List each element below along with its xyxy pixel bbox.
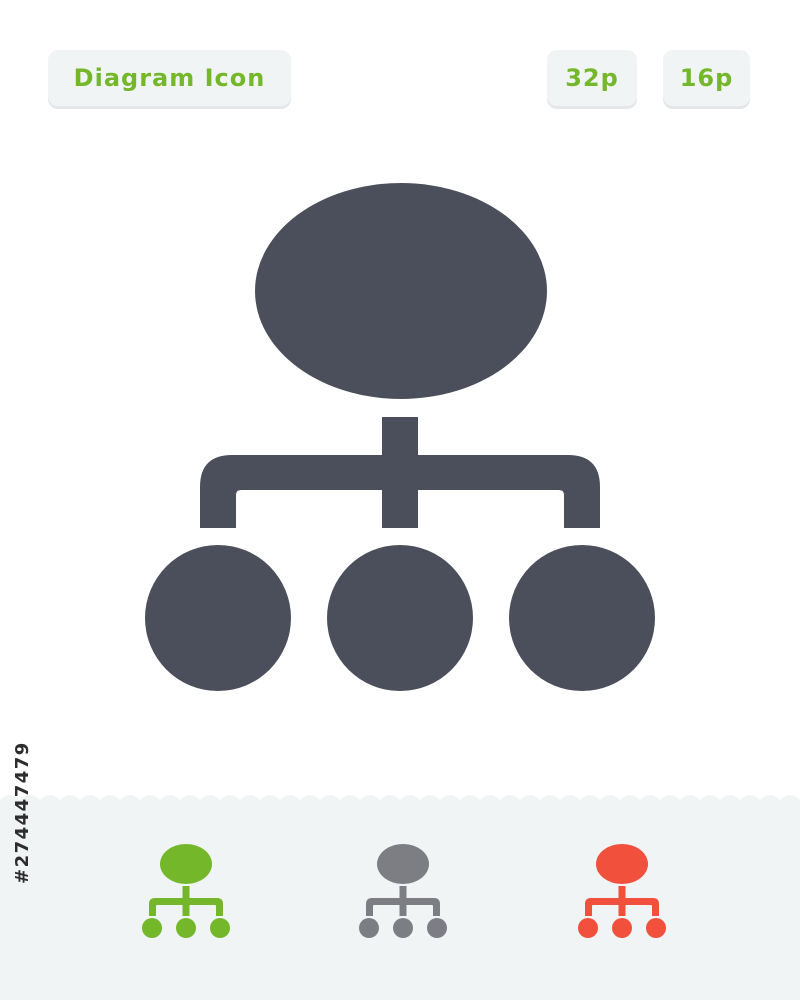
size-32-text: 32p bbox=[565, 64, 619, 92]
diagram-root-node bbox=[255, 183, 547, 399]
size-16-badge: 16p bbox=[663, 50, 750, 106]
diagram-child-node-center bbox=[327, 545, 473, 691]
diagram-branch-connector bbox=[200, 455, 600, 528]
title-badge: Diagram Icon bbox=[48, 50, 291, 106]
stock-id: #274447479 bbox=[12, 741, 33, 884]
hierarchy-diagram-icon-gray bbox=[359, 844, 447, 938]
diagram-child-node-right bbox=[509, 545, 655, 691]
hierarchy-diagram-icon-red bbox=[578, 844, 666, 938]
title-text: Diagram Icon bbox=[73, 64, 266, 92]
diagram-child-node-left bbox=[145, 545, 291, 691]
size-32-badge: 32p bbox=[547, 50, 637, 106]
hierarchy-diagram-icon bbox=[145, 183, 655, 691]
size-16-text: 16p bbox=[679, 64, 734, 92]
hierarchy-diagram-icon-green bbox=[142, 844, 230, 938]
